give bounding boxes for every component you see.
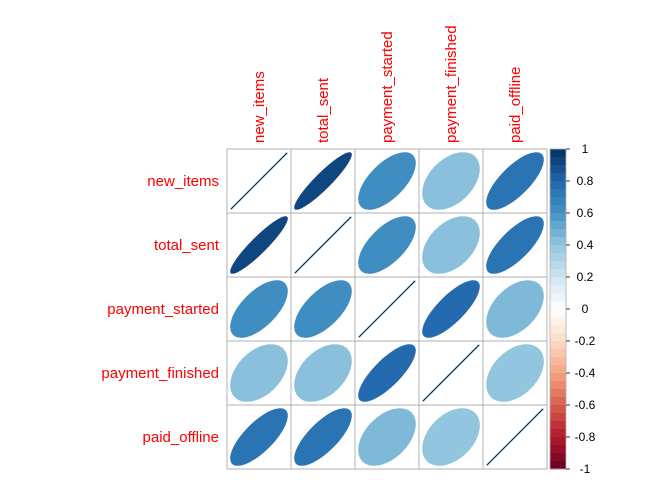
colorbar-segment	[550, 285, 566, 294]
colorbar-segment	[550, 221, 566, 230]
colorbar-segment	[550, 245, 566, 254]
colorbar-tick-label: -0.2	[575, 334, 596, 348]
colorbar-segment	[550, 173, 566, 182]
colorbar-tick-label: -0.4	[575, 366, 596, 380]
row-label-payment_finished: payment_finished	[101, 365, 219, 382]
ellipse-total_sent-new_items	[230, 216, 288, 274]
ellipse-paid_offline-payment_started	[358, 408, 416, 466]
colorbar-tick-label: -0.8	[575, 430, 596, 444]
ellipse-payment_started-payment_finished	[422, 280, 480, 338]
row-labels: new_items total_sent payment_startedpaymen…	[101, 173, 219, 446]
colorbar-segment	[550, 429, 566, 438]
colorbar-segment	[550, 357, 566, 366]
ellipse-paid_offline-payment_finished	[422, 408, 480, 466]
colorbar-segment	[550, 421, 566, 430]
ellipse-total_sent-total_sent	[294, 216, 352, 274]
ellipse-total_sent-payment_started	[358, 216, 416, 274]
ellipse-payment_finished-payment_finished	[422, 344, 480, 402]
row-label-payment_started: payment_started	[107, 301, 219, 318]
colorbar-segment	[550, 437, 566, 446]
colorbar-segment	[550, 325, 566, 334]
colorbar-segment	[550, 373, 566, 382]
colorbar-tick-label: 0.6	[577, 206, 594, 220]
colorbar-segment	[550, 461, 566, 470]
column-labels: new_items total_sent payment_started paymen…	[251, 25, 524, 143]
colorbar-tick-label: 0.4	[577, 238, 594, 252]
colorbar-tick-label: -1	[580, 462, 591, 476]
colorbar-segment	[550, 237, 566, 246]
colorbar-segment	[550, 181, 566, 190]
ellipse-paid_offline-new_items	[230, 408, 288, 466]
colorbar-segment	[550, 413, 566, 422]
ellipse-total_sent-paid_offline	[486, 216, 544, 274]
colorbar-segment	[550, 293, 566, 302]
colorbar-segment	[550, 389, 566, 398]
column-label-paid_offline: paid_offline	[507, 67, 524, 143]
colorbar-segment	[550, 445, 566, 454]
colorbar-segment	[550, 453, 566, 462]
colorbar-segment	[550, 269, 566, 278]
column-label-payment_finished: payment_finished	[443, 25, 460, 143]
column-label-new_items: new_items	[251, 71, 268, 143]
column-label-total_sent: total_sent	[315, 77, 332, 143]
ellipse-payment_started-payment_started	[358, 280, 416, 338]
ellipse-payment_started-paid_offline	[486, 280, 544, 338]
ellipse-payment_started-total_sent	[294, 280, 352, 338]
colorbar-segment	[550, 341, 566, 350]
ellipse-total_sent-payment_finished	[422, 216, 480, 274]
column-label-payment_started: payment_started	[379, 31, 396, 143]
ellipse-paid_offline-paid_offline	[486, 408, 544, 466]
ellipse-new_items-total_sent	[294, 152, 352, 210]
colorbar-segment	[550, 397, 566, 406]
colorbar-tick-label: 1	[582, 142, 589, 156]
colorbar-segment	[550, 349, 566, 358]
ellipse-payment_finished-payment_started	[358, 344, 416, 402]
colorbar-segment	[550, 261, 566, 270]
colorbar-segment	[550, 157, 566, 166]
colorbar-segment	[550, 229, 566, 238]
colorbar-tick-label: 0.2	[577, 270, 594, 284]
colorbar-segment	[550, 213, 566, 222]
colorbar-segment	[550, 205, 566, 214]
colorbar-segment	[550, 277, 566, 286]
ellipse-payment_finished-paid_offline	[486, 344, 544, 402]
colorbar-segment	[550, 405, 566, 414]
correlation-cells	[226, 148, 548, 470]
colorbar: 1 0.8 0.6 0.4 0.2 0 -0.2 -0.4 -0.6 -0.8 -1	[549, 142, 596, 476]
row-label-paid_offline: paid_offline	[143, 429, 219, 446]
colorbar-segment	[550, 381, 566, 390]
colorbar-segment	[550, 301, 566, 310]
colorbar-segment	[550, 365, 566, 374]
ellipse-paid_offline-total_sent	[294, 408, 352, 466]
ellipse-payment_started-new_items	[230, 280, 288, 338]
colorbar-segment	[550, 253, 566, 262]
colorbar-segment	[550, 309, 566, 318]
ellipse-payment_finished-new_items	[230, 344, 288, 402]
colorbar-tick-label: 0	[582, 302, 589, 316]
ellipse-payment_finished-total_sent	[294, 344, 352, 402]
ellipse-new_items-payment_started	[358, 152, 416, 210]
colorbar-segment	[550, 317, 566, 326]
colorbar-segment	[550, 189, 566, 198]
colorbar-tick-label: -0.6	[575, 398, 596, 412]
colorbar-segment	[550, 165, 566, 174]
ellipse-new_items-payment_finished	[422, 152, 480, 210]
colorbar-tick-label: 0.8	[577, 174, 594, 188]
ellipse-new_items-new_items	[230, 152, 288, 210]
colorbar-segment	[550, 197, 566, 206]
row-label-total_sent: total_sent	[154, 237, 220, 254]
colorbar-segment	[550, 333, 566, 342]
ellipse-new_items-paid_offline	[486, 152, 544, 210]
row-label-new_items: new_items	[147, 173, 219, 190]
colorbar-segment	[550, 149, 566, 158]
